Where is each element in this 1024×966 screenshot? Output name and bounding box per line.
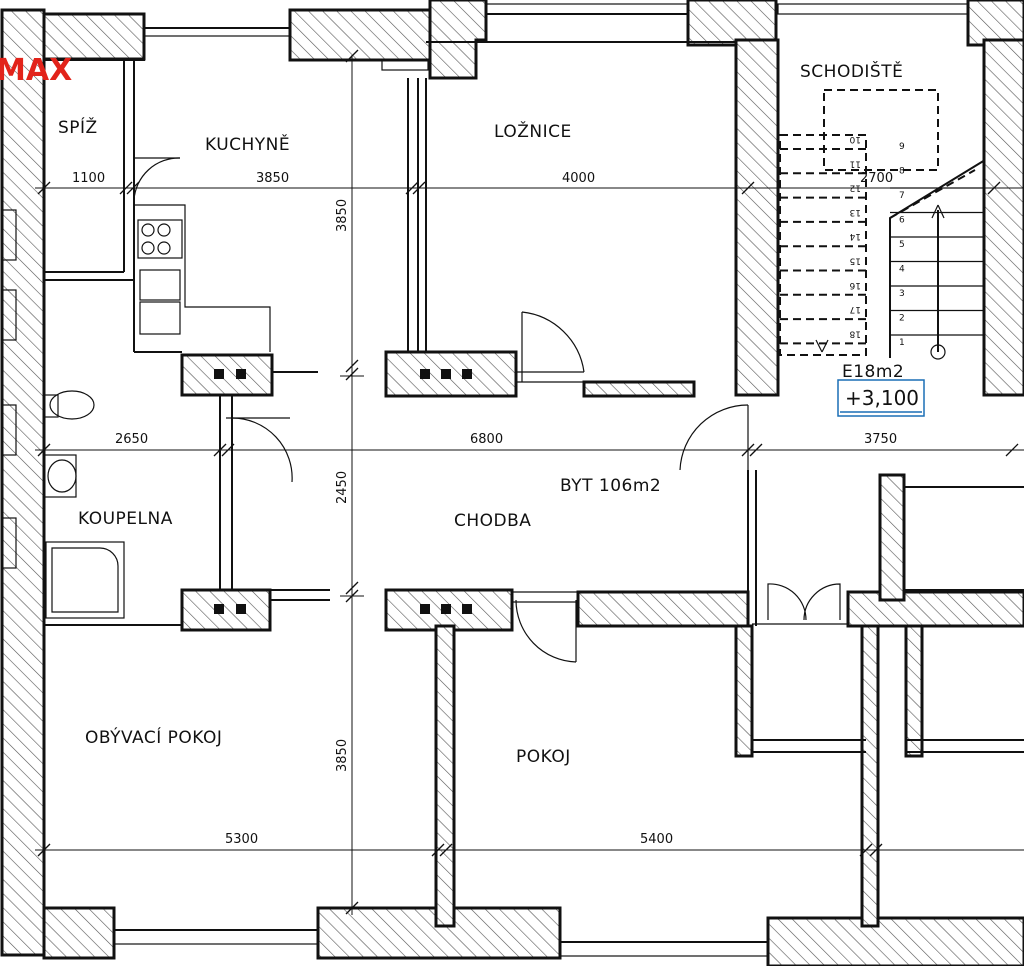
stair-step-number: 9 — [899, 142, 905, 152]
stair-step-number: 5 — [899, 240, 905, 250]
stair-step-number: 13 — [850, 207, 861, 217]
stair-step-number: 3 — [899, 289, 905, 299]
dimension-lines — [35, 49, 1024, 915]
dim-stair-width: 2700 — [860, 171, 893, 186]
stair-step-number: 10 — [849, 134, 861, 144]
stair-step-number: 6 — [899, 216, 905, 226]
room-labels: SPÍŽ KUCHYNĚ LOŽNICE SCHODIŠTĚ KOUPELNA … — [58, 60, 904, 767]
stair-step-number: 2 — [899, 314, 905, 324]
stair-step-number: 1 — [899, 338, 905, 348]
max-logo: MAX — [0, 53, 72, 88]
dim-koupelna-width: 2650 — [115, 432, 148, 447]
stair-step-number: 18 — [849, 328, 861, 338]
stair-step-number: 14 — [849, 231, 861, 241]
doors — [133, 157, 848, 663]
stair-step-number: 16 — [849, 280, 861, 290]
room-label-loznice: LOŽNICE — [494, 120, 572, 142]
stair-area-label: E18m2 — [842, 362, 904, 382]
stair-step-number: 8 — [899, 167, 905, 177]
room-label-spiz: SPÍŽ — [58, 116, 98, 138]
dim-pokoj-width: 5400 — [640, 832, 673, 847]
dim-chodba-width: 6800 — [470, 432, 503, 447]
stair-step-number: 4 — [899, 265, 905, 275]
room-label-pokoj: POKOJ — [516, 747, 571, 767]
dim-kuchyne-width: 3850 — [256, 171, 289, 186]
dim-obyvaci-width: 5300 — [225, 832, 258, 847]
room-label-schodiste: SCHODIŠTĚ — [800, 60, 903, 82]
dim-east-width: 3750 — [864, 432, 897, 447]
dim-depth-top: 3850 — [335, 199, 350, 232]
windows — [1, 3, 969, 957]
dimension-labels: 1100 3850 4000 2700 2650 6800 3750 5300 … — [72, 171, 897, 847]
room-label-obyvaci: OBÝVACÍ POKOJ — [85, 726, 222, 748]
room-label-kuchyne: KUCHYNĚ — [205, 133, 290, 155]
room-label-koupelna: KOUPELNA — [78, 509, 173, 529]
level-marker: +3,100 — [837, 379, 925, 417]
level-marker-text: +3,100 — [845, 386, 919, 410]
stair-step-number: 11 — [850, 158, 861, 168]
dim-depth-bottom: 3850 — [335, 739, 350, 772]
stair-step-number: 15 — [850, 256, 861, 266]
stair-step-number: 17 — [850, 304, 861, 314]
dim-depth-middle: 2450 — [335, 471, 350, 504]
stair-step-number: 7 — [899, 191, 905, 201]
room-label-chodba: CHODBA — [454, 511, 531, 531]
bathroom-fixtures — [43, 390, 125, 619]
apartment-area-label: BYT 106m2 — [560, 476, 661, 496]
kitchen-counter — [134, 204, 271, 352]
dim-spiz-width: 1100 — [72, 171, 105, 186]
chimney-flues — [214, 369, 472, 614]
dim-loznice-width: 4000 — [562, 171, 595, 186]
